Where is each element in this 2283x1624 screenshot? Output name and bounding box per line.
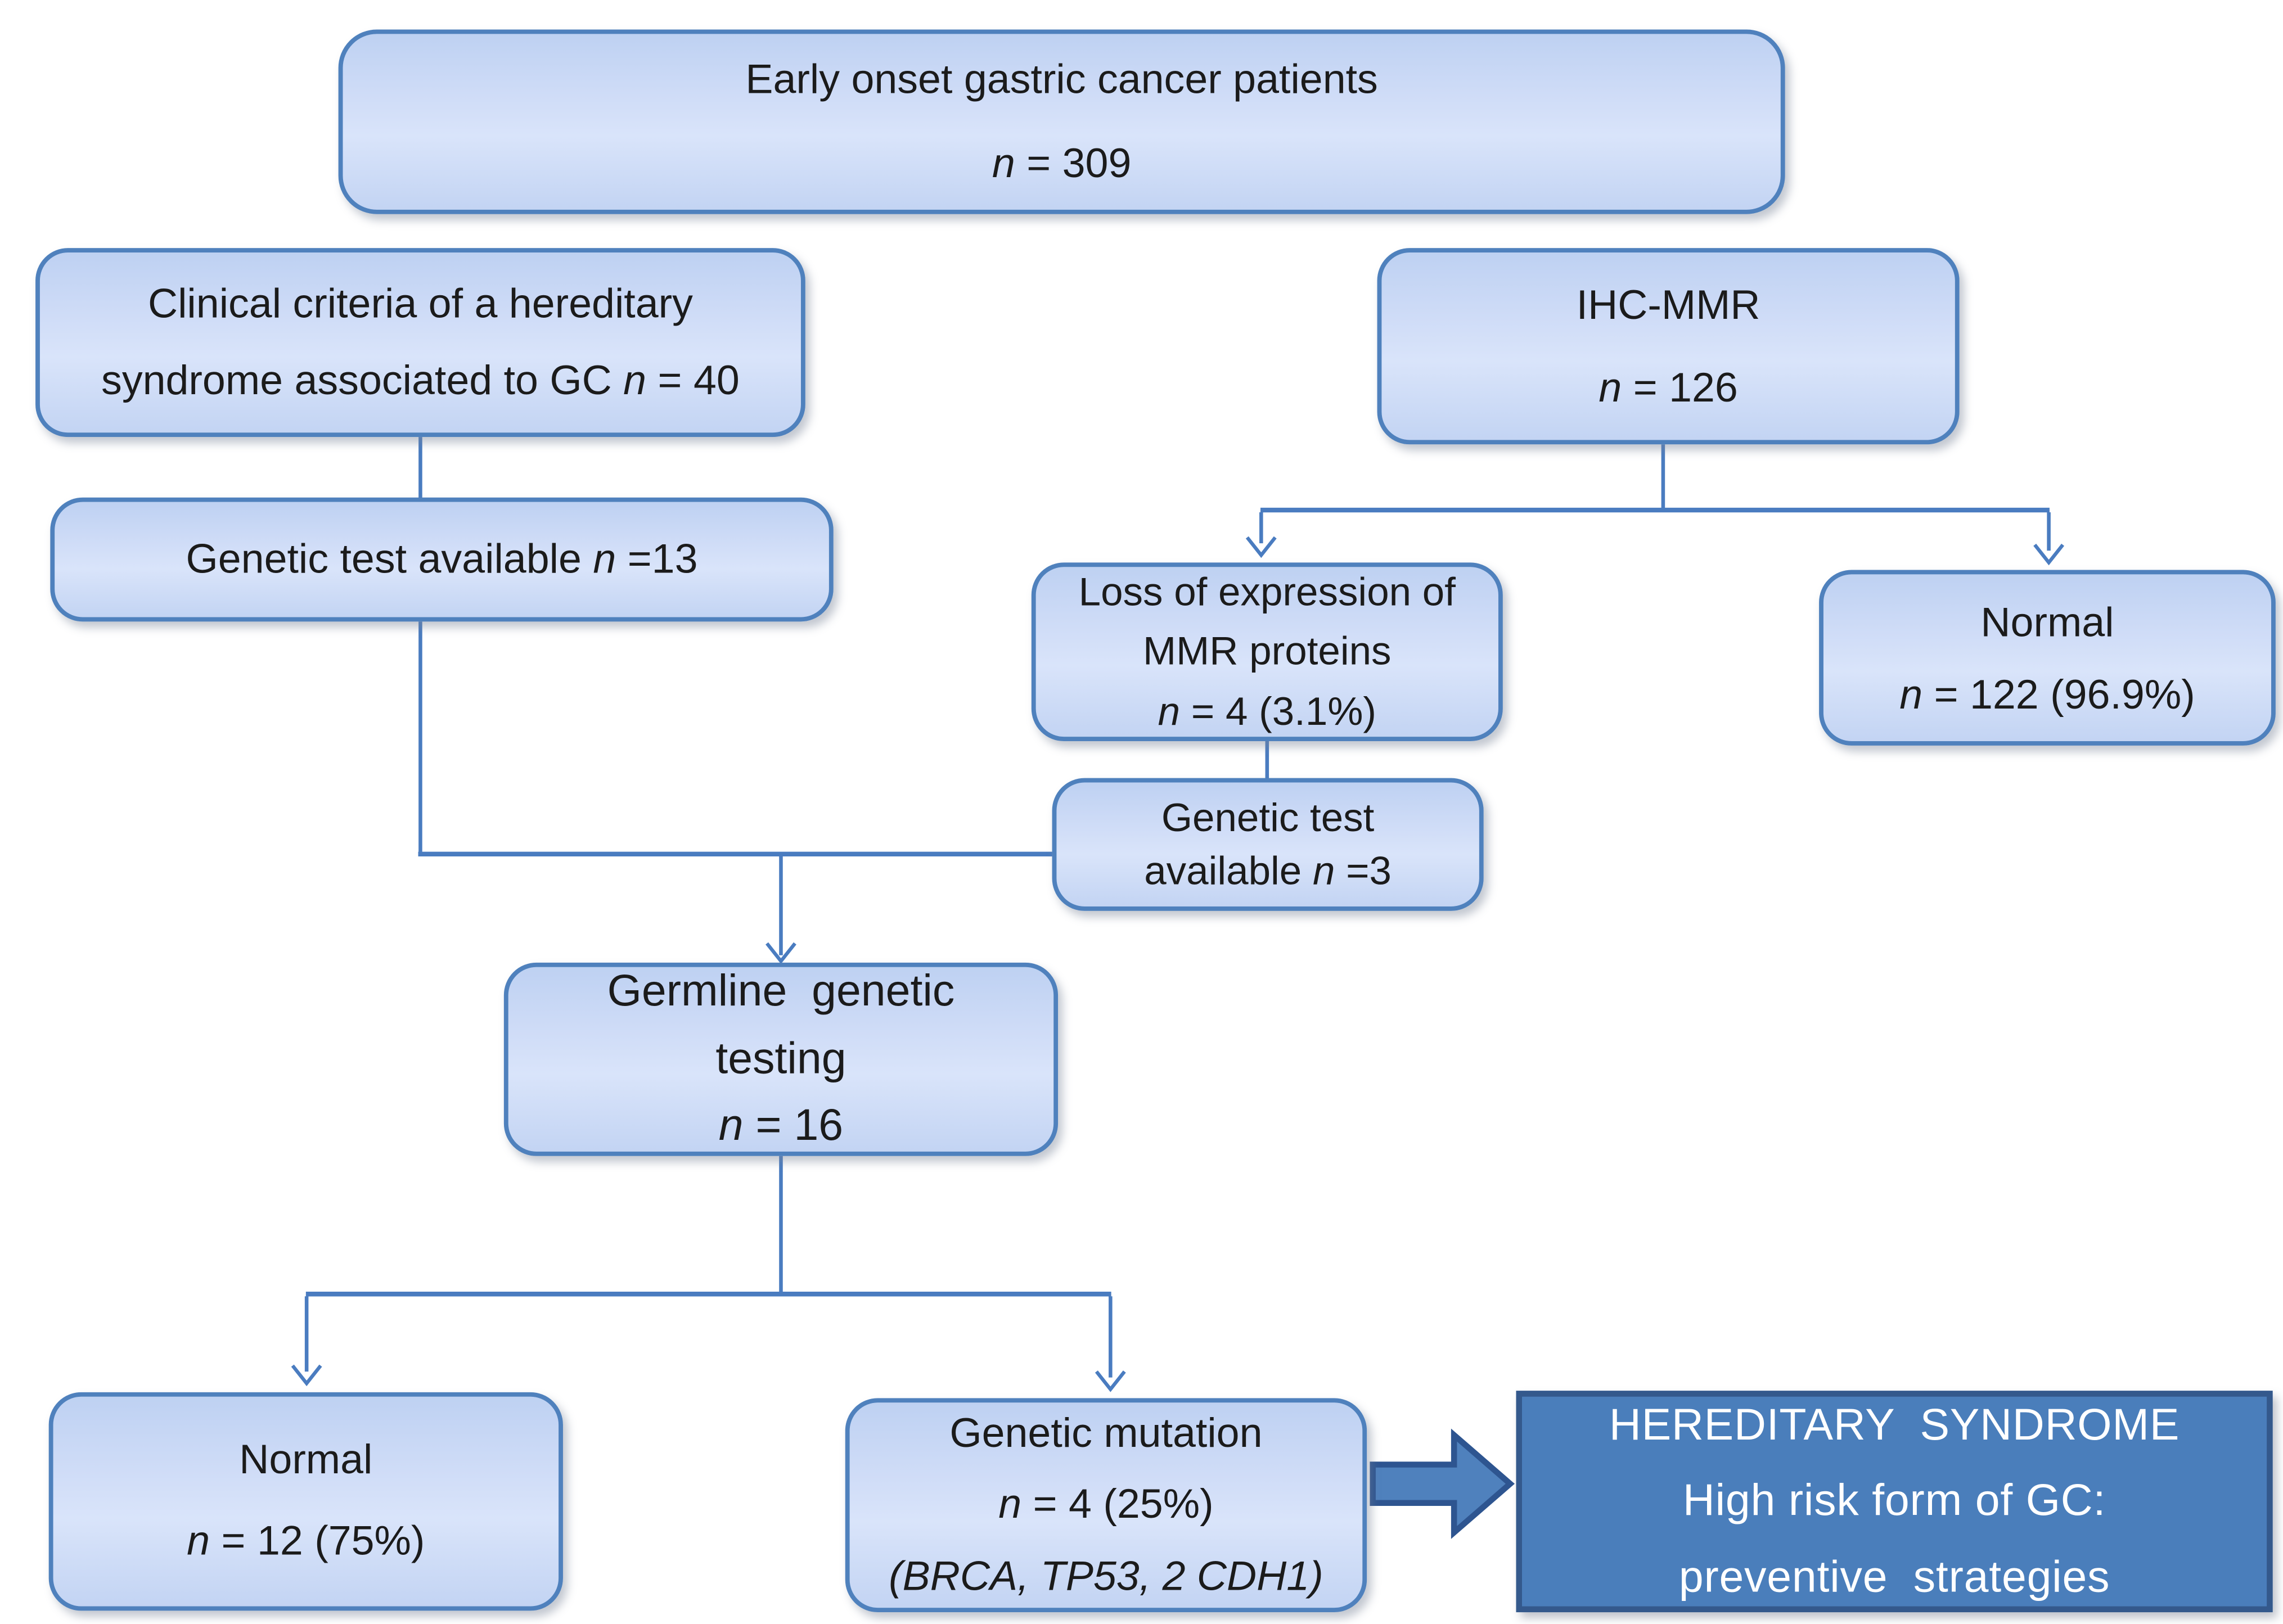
node-text-line: Clinical criteria of a hereditary (147, 281, 693, 327)
node-text-line: Genetic mutation (949, 1410, 1263, 1456)
node-text-line: Germline genetic (607, 967, 955, 1016)
node-text-line: n = 12 (75%) (187, 1518, 425, 1564)
arrowhead-germline-icon (765, 942, 796, 964)
node-normal-122: Normal n = 122 (96.9%) (1819, 570, 2276, 746)
node-text-line: Genetic test (1161, 795, 1375, 840)
node-text-line: n = 309 (992, 139, 1132, 186)
node-genetic-test-available-3: Genetic test available n =3 (1052, 778, 1484, 911)
node-germline-genetic-testing: Germline genetic testing n = 16 (503, 962, 1059, 1156)
node-text-line: n = 4 (25%) (998, 1481, 1214, 1527)
node-early-onset-patients: Early onset gastric cancer patients n = 3… (338, 29, 1785, 214)
node-text-line: High risk form of GC: (1682, 1477, 2106, 1526)
node-text-line: testing (715, 1034, 846, 1084)
node-text-line: syndrome associated to GC n = 40 (101, 357, 740, 403)
arrowhead-normal12-icon (291, 1364, 322, 1387)
node-text-line: n = 4 (3.1%) (1158, 689, 1377, 734)
node-loss-of-mmr-expression: Loss of expression of MMR proteins n = 4 (… (1031, 562, 1503, 742)
node-text-line: available n =3 (1144, 849, 1392, 894)
node-text-line: Loss of expression of (1078, 569, 1456, 614)
node-genetic-mutation: Genetic mutation n = 4 (25%) (BRCA, TP53, … (845, 1398, 1367, 1613)
node-text-line: preventive strategies (1678, 1553, 2110, 1602)
node-hereditary-syndrome: HEREDITARY SYNDROME High risk form of GC:… (1516, 1391, 2273, 1613)
node-text-line: n = 16 (718, 1102, 844, 1151)
node-text-line: Early onset gastric cancer patients (745, 56, 1378, 102)
node-text-line: (BRCA, TP53, 2 CDH1) (889, 1552, 1323, 1599)
node-normal-12: Normal n = 12 (75%) (48, 1392, 563, 1611)
node-text-line: MMR proteins (1143, 629, 1392, 674)
arrowhead-normal122-icon (2033, 543, 2065, 566)
node-text-line: n = 122 (96.9%) (1899, 671, 2195, 717)
node-text-line: IHC-MMR (1576, 281, 1760, 327)
node-text-line: HEREDITARY SYNDROME (1609, 1400, 2180, 1450)
node-ihc-mmr: IHC-MMR n = 126 (1377, 248, 1960, 445)
node-text-line: Genetic test available n =13 (186, 536, 698, 583)
arrowhead-loss-icon (1245, 536, 1277, 558)
node-clinical-criteria: Clinical criteria of a hereditary syndrom… (35, 248, 805, 437)
right-block-arrow-icon (1370, 1428, 1515, 1539)
node-text-line: Normal (1980, 598, 2114, 645)
node-text-line: n = 126 (1598, 364, 1738, 410)
node-text-line: Normal (239, 1437, 373, 1483)
arrowhead-mutation-icon (1095, 1370, 1126, 1392)
node-genetic-test-available-13: Genetic test available n =13 (50, 497, 834, 622)
